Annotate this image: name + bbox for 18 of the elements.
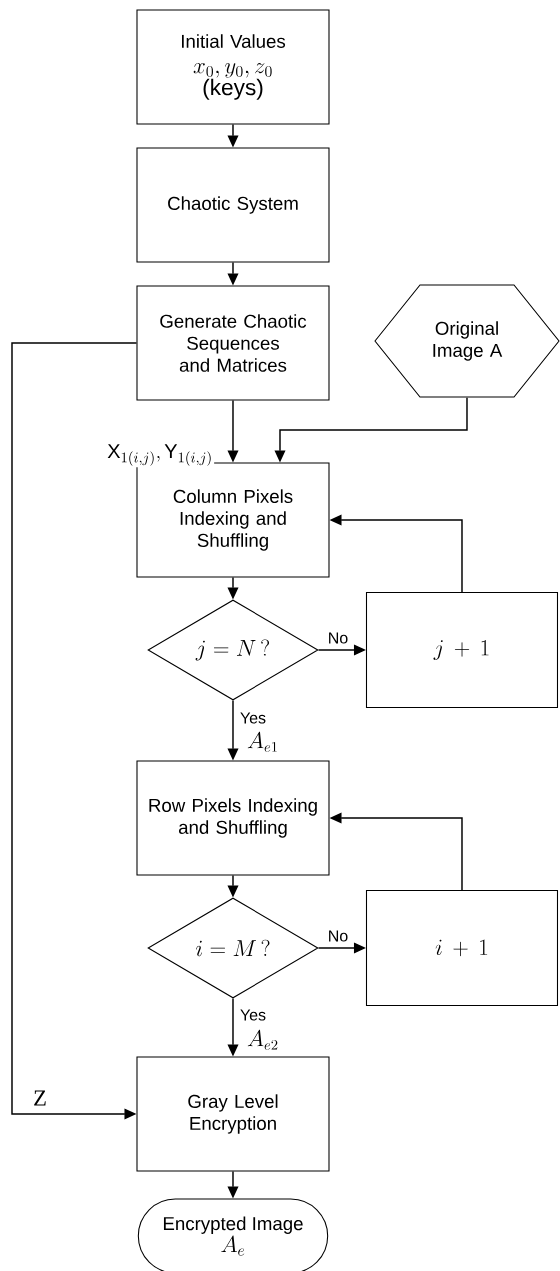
edge-label: $\mathrm{X}_{1(i,j)}, \mathrm{Y}_{1(i,j)}$: [105, 442, 215, 468]
process-box: $i + 1$: [365, 889, 559, 1007]
process-box: Gray Level Encryption: [136, 1056, 330, 1172]
process-box: Initial Values $x_0, y_0, z_0$ (keys): [136, 9, 330, 125]
edge-label: Z: [31, 1089, 49, 1107]
edge-label: No: [326, 929, 350, 943]
signal-label: $A_{e2}$: [245, 1029, 281, 1051]
terminator: Encrypted Image $A_e$: [137, 1198, 329, 1271]
process-box: Row Pixels Indexing and Shuffling: [136, 760, 330, 876]
edge-label: Yes: [238, 1008, 268, 1022]
process-box: $j + 1$: [365, 591, 559, 709]
signal-label: $A_{e1}$: [245, 731, 281, 753]
process-box: Generate Chaotic Sequences and Matrices: [136, 285, 330, 401]
edge-label: No: [326, 631, 350, 645]
input-hexagon: Original Image A: [374, 284, 560, 398]
process-box: Chaotic System: [136, 147, 330, 263]
arrow: [11, 342, 138, 1120]
edge-label: Yes: [238, 711, 268, 725]
